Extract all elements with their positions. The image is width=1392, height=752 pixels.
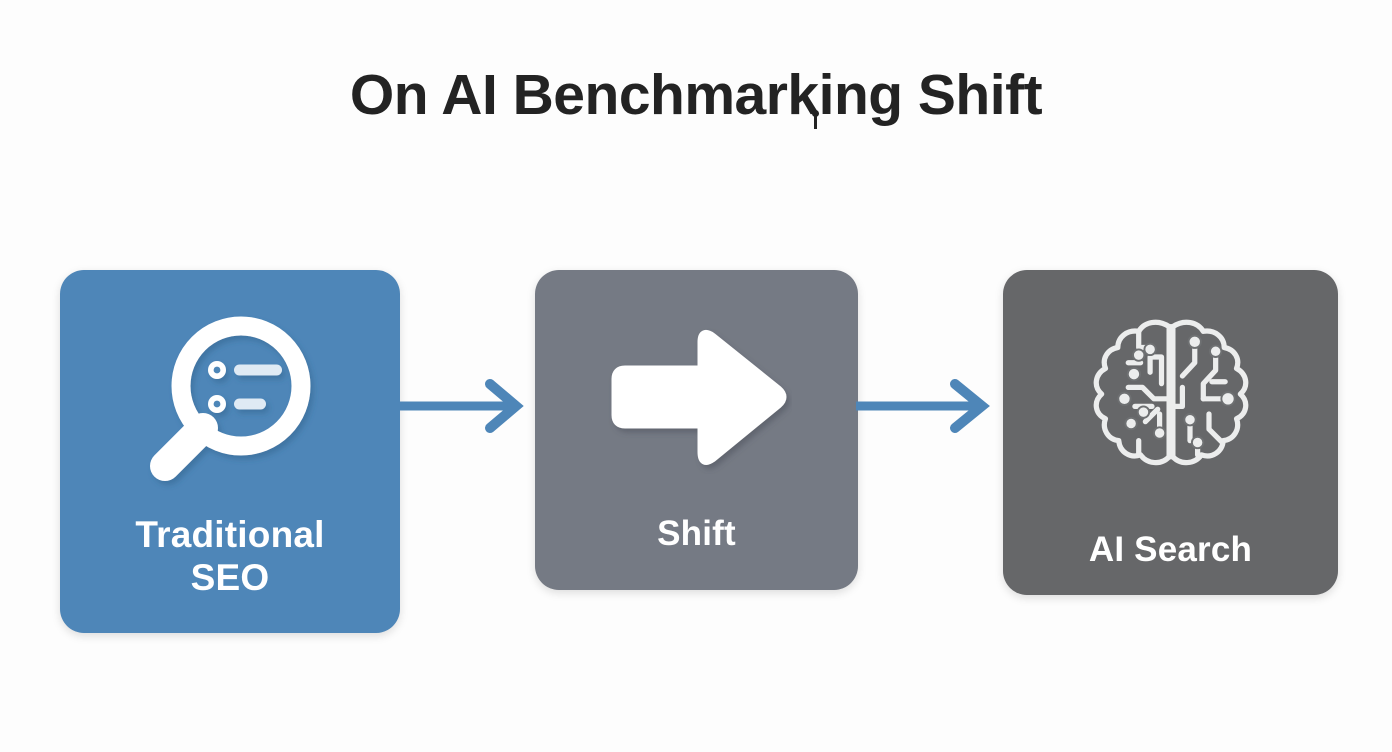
page-title-after: ing Shift (818, 63, 1043, 127)
flow-step-label-line2: SEO (190, 556, 270, 598)
flow-step-label-ai-search: AI Search (1088, 530, 1253, 569)
flow-step-traditional-seo[interactable]: Traditional SEO (60, 270, 400, 633)
flow-step-label-line1: Traditional (135, 514, 325, 555)
connector-seo-to-shift (398, 376, 540, 436)
connector-shift-to-ai (856, 376, 1008, 436)
flow-step-label-traditional-seo: Traditional SEO (121, 514, 338, 600)
circuit-brain-icon (1076, 300, 1266, 490)
flow-step-shift[interactable]: Shift (535, 270, 858, 590)
flow-step-label-shift: Shift (657, 514, 736, 553)
flow-step-ai-search[interactable]: AI Search (1003, 270, 1338, 595)
magnifying-glass-list-icon (137, 306, 323, 496)
page-title: On AI Benchmarking Shift (0, 62, 1392, 129)
page-title-before: On AI Benchmark (349, 63, 819, 127)
right-arrow-icon (602, 314, 792, 484)
